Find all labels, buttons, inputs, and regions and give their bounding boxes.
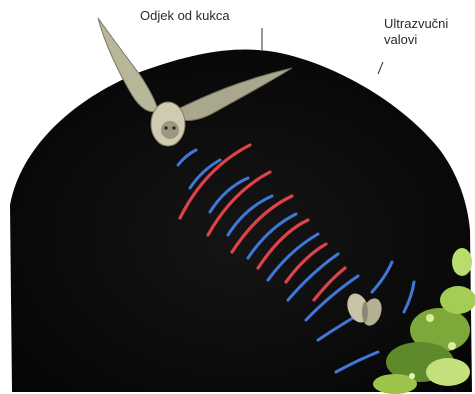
ultrasound-waves-label: Ultrazvučni valovi: [384, 16, 474, 48]
dark-dome-background: [10, 49, 472, 392]
moth-body: [362, 302, 368, 322]
echo-label: Odjek od kukca: [140, 8, 230, 24]
bat-head: [161, 121, 179, 139]
waves-leader-line: [378, 62, 383, 74]
ultrasound-label-line2: valovi: [384, 32, 417, 47]
ultrasound-label-line1: Ultrazvučni: [384, 16, 448, 31]
